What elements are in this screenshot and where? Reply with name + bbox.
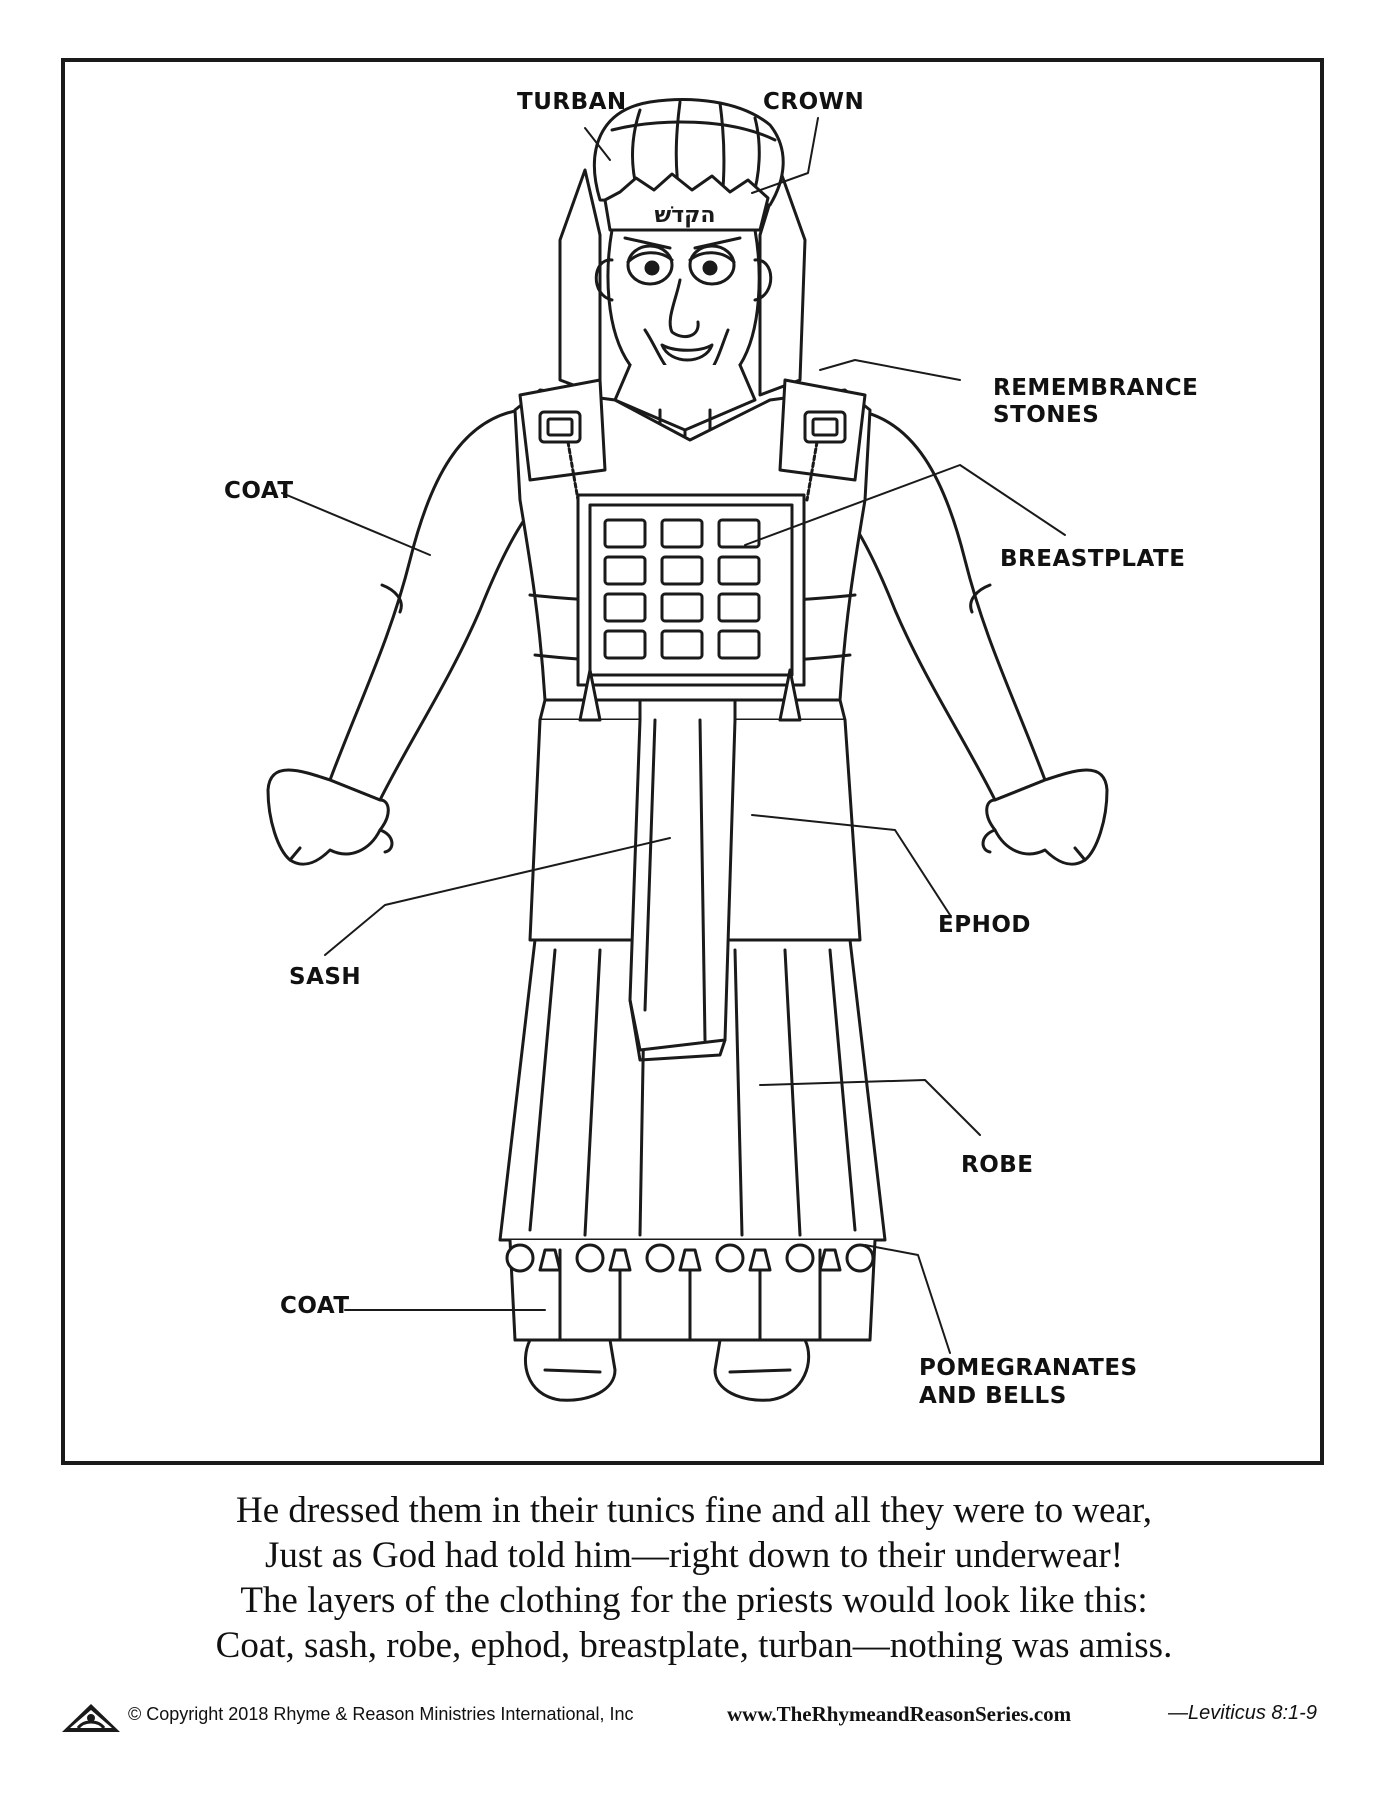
- label-turban: TURBAN: [517, 89, 627, 115]
- poem-line-3: The layers of the clothing for the pries…: [240, 1580, 1148, 1621]
- label-robe: ROBE: [961, 1152, 1034, 1178]
- crown-band: הקדשׁ: [603, 172, 770, 232]
- label-coat-upper: COAT: [224, 478, 294, 504]
- leader-robe: [759, 1079, 981, 1136]
- poem-line-1: He dressed them in their tunics fine and…: [235, 1490, 1152, 1531]
- label-sash: SASH: [289, 964, 362, 990]
- publisher-logo-icon: [62, 1704, 120, 1732]
- label-remembrance-stones-line1: REMEMBRANCE: [993, 375, 1199, 401]
- label-ephod: EPHOD: [938, 912, 1031, 938]
- page-footer: © Copyright 2018 Rhyme & Reason Ministri…: [0, 1698, 1388, 1738]
- right-hand: [981, 768, 1109, 866]
- scripture-reference: —Leviticus 8:1-9: [1168, 1702, 1317, 1724]
- pomegranates-and-bells: [505, 1243, 875, 1273]
- poem-verse: He dressed them in their tunics fine and…: [0, 1488, 1388, 1668]
- label-remembrance-stones-line2: STONES: [993, 402, 1100, 428]
- leader-pomegranates: [864, 1244, 951, 1354]
- turban-shape: [592, 98, 785, 207]
- label-pomegranates-line1: POMEGRANATES: [919, 1355, 1138, 1381]
- label-breastplate: BREASTPLATE: [1000, 546, 1186, 572]
- label-crown: CROWN: [763, 89, 865, 115]
- label-coat-lower: COAT: [280, 1293, 350, 1319]
- head-veil-right: [758, 168, 807, 397]
- leader-coat-upper: [281, 492, 431, 556]
- robe-shape: [498, 938, 887, 1242]
- leader-crown: [751, 117, 819, 194]
- leader-ephod: [751, 814, 951, 916]
- leader-sash: [324, 837, 671, 956]
- leader-remembrance: [819, 359, 961, 381]
- poem-line-2: Just as God had told him—right down to t…: [264, 1535, 1124, 1576]
- leader-lines: [281, 117, 1066, 1354]
- head-veil: [558, 168, 602, 397]
- label-pomegranates-line2: AND BELLS: [919, 1383, 1067, 1409]
- leader-turban: [584, 127, 611, 161]
- poem-line-4: Coat, sash, robe, ephod, breastplate, tu…: [215, 1625, 1173, 1666]
- sash-shape: [628, 698, 737, 1062]
- website-link[interactable]: www.TheRhymeandReasonSeries.com: [727, 1702, 1072, 1726]
- left-hand: [266, 768, 394, 866]
- breastplate-shape: [576, 493, 806, 722]
- sandals: [523, 1338, 811, 1402]
- leader-breastplate: [744, 464, 1066, 546]
- copyright-text: © Copyright 2018 Rhyme & Reason Ministri…: [128, 1704, 634, 1724]
- crown-inscription: הקדשׁ: [655, 203, 716, 228]
